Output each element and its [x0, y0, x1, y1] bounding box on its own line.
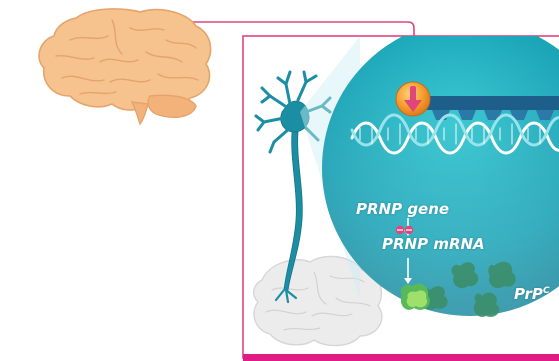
brain-icon: [39, 9, 211, 124]
mrna-label: PRNP mRNA: [382, 235, 485, 253]
down-arrow-badge-icon: [396, 82, 430, 116]
protein-label: PrPC: [514, 285, 550, 303]
gene-label: PRNP gene: [356, 200, 449, 218]
bottom-bar: [243, 354, 559, 361]
protein-label-sup: C: [543, 286, 550, 296]
protein-label-main: PrP: [514, 285, 543, 303]
